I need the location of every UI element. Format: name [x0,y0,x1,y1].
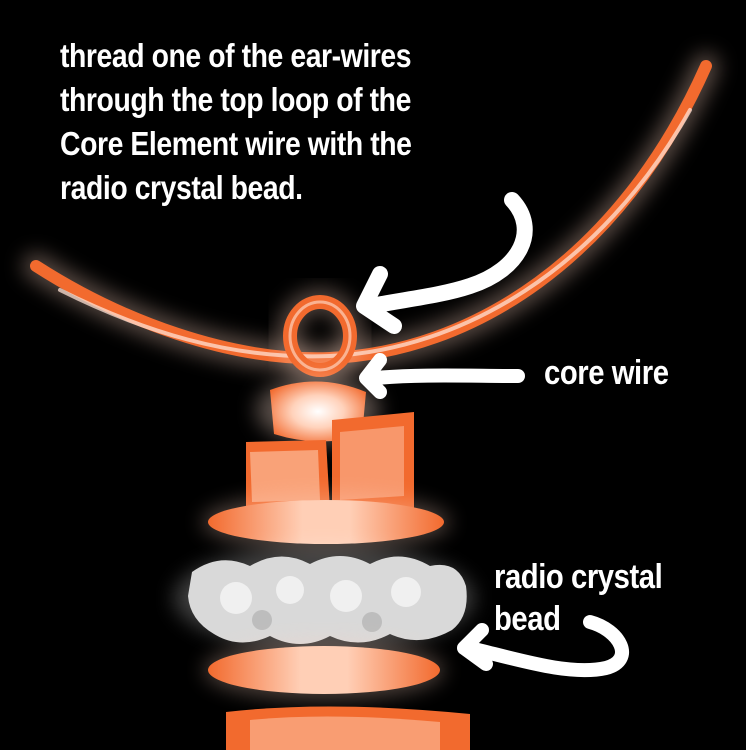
arrow-to-core-wire [359,353,525,399]
instruction-text: thread one of the ear-wires through the … [60,34,412,210]
radio-crystal-bead [174,546,474,650]
core-wire-loop [277,289,363,383]
radio-crystal-bead-label-line-2: bead [494,600,561,638]
upper-spacer [202,494,450,550]
instruction-line-3: Core Element wire with the [60,125,412,162]
radio-crystal-bead-label-line-1: radio crystal [494,558,663,596]
instruction-line-2: through the top loop of the [60,81,411,118]
lower-spacers [204,640,470,750]
core-wire-label: core wire [544,354,669,392]
arrow-to-crystal-bead [457,615,629,678]
instruction-line-1: thread one of the ear-wires [60,37,412,74]
upper-beads [246,412,414,512]
radio-crystal-bead-label: radio crystal bead [494,556,663,640]
instruction-line-4: radio crystal bead. [60,169,303,206]
arrow-to-loop [356,192,533,334]
